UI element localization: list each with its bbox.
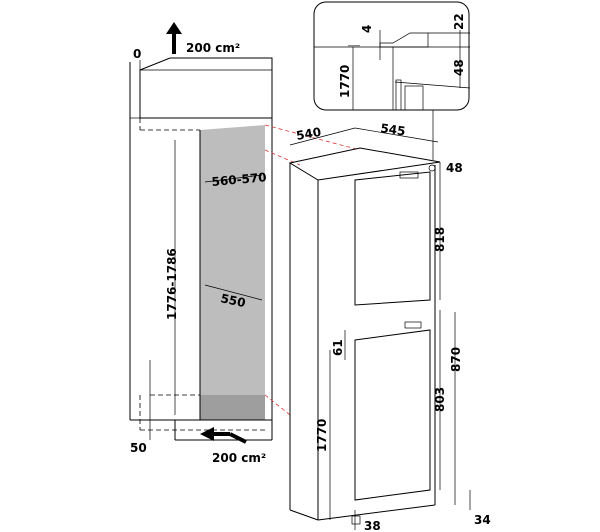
inset-hinge-label: 48 bbox=[452, 59, 466, 76]
upper-door-label: 818 bbox=[433, 227, 447, 252]
inset-detail bbox=[313, 1, 471, 111]
vent-top-label: 200 cm² bbox=[186, 41, 240, 55]
niche-width-label: 550 bbox=[219, 291, 246, 310]
appliance-depth-label: 540 bbox=[295, 125, 322, 143]
upper-door bbox=[354, 171, 431, 306]
clearance-top-label: 0 bbox=[133, 47, 141, 61]
inset-height-label: 1770 bbox=[338, 65, 352, 98]
niche-depth-label: 560-570 bbox=[211, 170, 267, 189]
top-gap-label: 48 bbox=[446, 161, 463, 175]
vent-top-arrow bbox=[166, 22, 182, 54]
appliance-height-label: 1770 bbox=[315, 419, 329, 452]
bottom-gap-label: 34 bbox=[474, 513, 491, 527]
appliance-width-label: 545 bbox=[380, 121, 407, 138]
inset-gap-label: 4 bbox=[360, 25, 374, 33]
lower-to-top-label: 870 bbox=[449, 347, 463, 372]
niche-opening bbox=[200, 125, 265, 420]
niche-height-label: 1776-1786 bbox=[165, 248, 179, 320]
lower-door bbox=[354, 329, 431, 501]
fridge bbox=[288, 147, 441, 525]
alignment-guides bbox=[264, 124, 361, 416]
foot-label: 38 bbox=[364, 519, 381, 532]
cabinet bbox=[129, 57, 273, 441]
plinth-height-label: 50 bbox=[130, 441, 147, 455]
lower-door-label: 803 bbox=[433, 387, 447, 412]
door-gap-label: 61 bbox=[331, 339, 345, 356]
vent-bottom-arrow bbox=[200, 427, 247, 444]
inset-top-offset-label: 22 bbox=[452, 13, 466, 30]
vent-bottom-label: 200 cm² bbox=[212, 451, 266, 465]
